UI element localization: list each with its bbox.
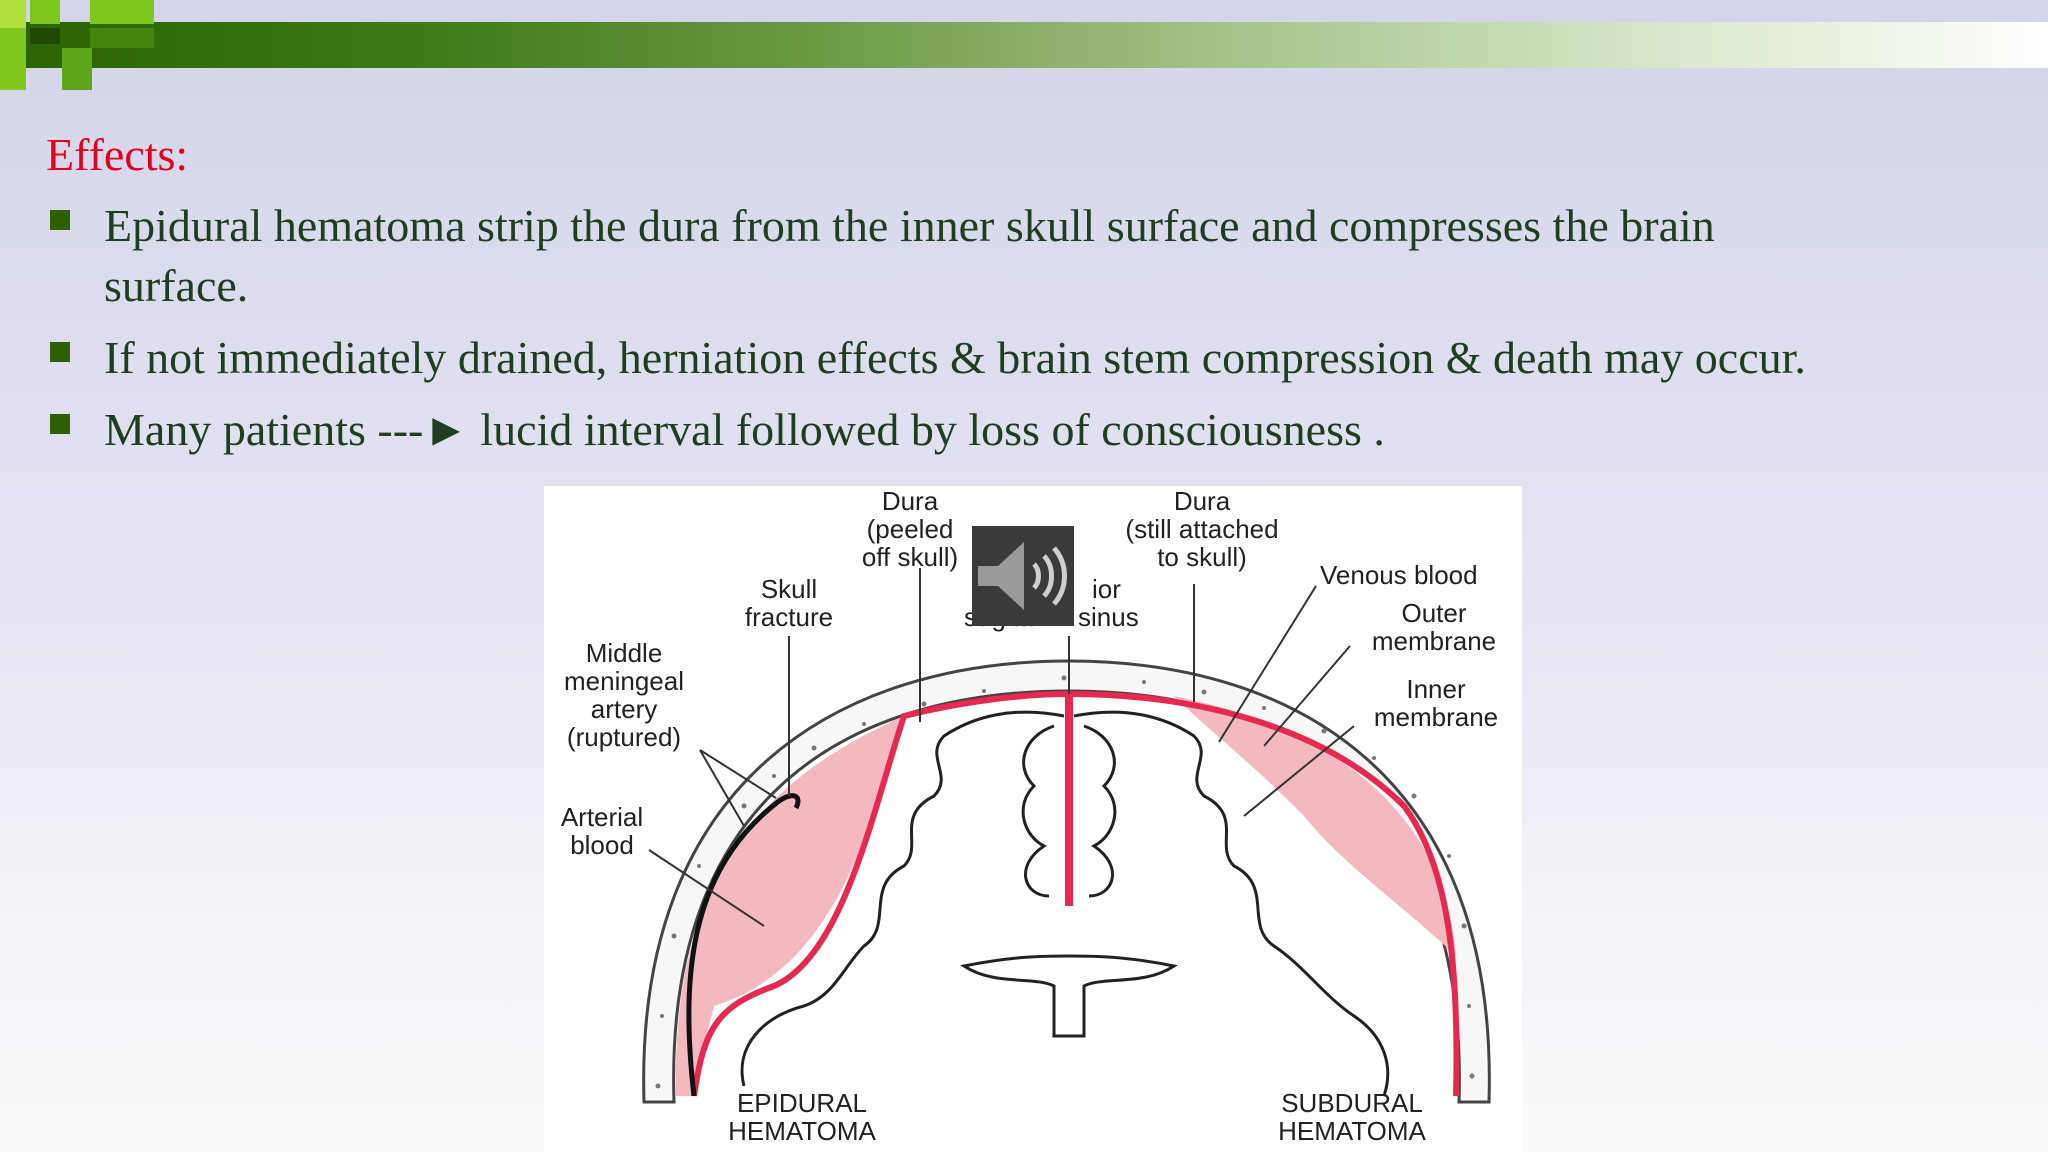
label-dura-peeled: off skull) bbox=[862, 542, 958, 572]
label-skull-fracture: fracture bbox=[745, 602, 833, 632]
brain-gyri-right bbox=[1073, 710, 1390, 1097]
bullet-marker bbox=[50, 414, 70, 434]
label-dura-peeled: Dura bbox=[882, 486, 939, 516]
bullet-text: Many patients ---► lucid interval follow… bbox=[104, 404, 1385, 455]
decor-square bbox=[0, 0, 26, 28]
label-dura-attached: to skull) bbox=[1157, 542, 1247, 572]
label-subdural-hematoma: SUBDURAL bbox=[1281, 1088, 1423, 1118]
label-sinus: sinus bbox=[1078, 602, 1139, 632]
label-epidural-hematoma: HEMATOMA bbox=[728, 1116, 876, 1146]
label-middle-meningeal: Middle bbox=[586, 638, 663, 668]
epidural-hematoma bbox=[675, 716, 904, 1096]
label-dura-peeled: (peeled bbox=[867, 514, 954, 544]
brain-gyri-left bbox=[740, 710, 1065, 1087]
decor-square bbox=[0, 28, 26, 90]
label-arterial-blood: Arterial bbox=[561, 802, 643, 832]
label-sinus: ior bbox=[1092, 574, 1121, 604]
dura-membrane bbox=[691, 690, 1460, 1097]
decor-square bbox=[90, 0, 154, 24]
label-dura-attached: (still attached bbox=[1125, 514, 1278, 544]
label-inner-membrane: membrane bbox=[1374, 702, 1498, 732]
bullet-text: Epidural hematoma strip the dura from th… bbox=[104, 200, 1715, 251]
bullet-marker bbox=[50, 210, 70, 230]
brain-gyri-right-inner bbox=[1083, 724, 1117, 898]
label-arterial-blood: blood bbox=[570, 830, 634, 860]
decor-square bbox=[30, 28, 60, 44]
label-epidural-hematoma: EPIDURAL bbox=[737, 1088, 867, 1118]
label-middle-meningeal: (ruptured) bbox=[567, 722, 681, 752]
brain-gyri-left-inner bbox=[1021, 724, 1055, 898]
label-outer-membrane: Outer bbox=[1401, 598, 1466, 628]
label-dura-attached: Dura bbox=[1174, 486, 1231, 516]
speaker-icon[interactable] bbox=[972, 526, 1074, 626]
label-skull-fracture: Skull bbox=[761, 574, 817, 604]
bullet-marker bbox=[50, 342, 70, 362]
label-inner-membrane: Inner bbox=[1406, 674, 1466, 704]
bullet-text-continuation: surface. bbox=[104, 260, 249, 311]
skull-texture bbox=[655, 675, 1475, 1089]
label-venous-blood: Venous blood bbox=[1320, 560, 1478, 590]
label-outer-membrane: membrane bbox=[1372, 626, 1496, 656]
slide-heading: Effects: bbox=[46, 129, 189, 180]
label-middle-meningeal: meningeal bbox=[564, 666, 684, 696]
decor-square bbox=[90, 28, 154, 48]
decor-square bbox=[62, 48, 92, 90]
label-middle-meningeal: artery bbox=[591, 694, 657, 724]
decor-square bbox=[30, 0, 60, 24]
hematoma-diagram-svg: Dura (peeled off skull) Dura (still atta… bbox=[561, 486, 1498, 1146]
ventricle bbox=[960, 954, 1178, 1038]
skull-outline bbox=[642, 659, 1491, 1104]
label-subdural-hematoma: HEMATOMA bbox=[1278, 1116, 1426, 1146]
leader-lines bbox=[648, 568, 1355, 927]
title-bar-stripe bbox=[0, 22, 2048, 68]
ruptured-artery bbox=[686, 793, 801, 1097]
bullet-text: If not immediately drained, herniation e… bbox=[104, 332, 1806, 383]
speaker-icon-graphic bbox=[978, 542, 1067, 610]
subdural-hematoma bbox=[1174, 696, 1456, 956]
